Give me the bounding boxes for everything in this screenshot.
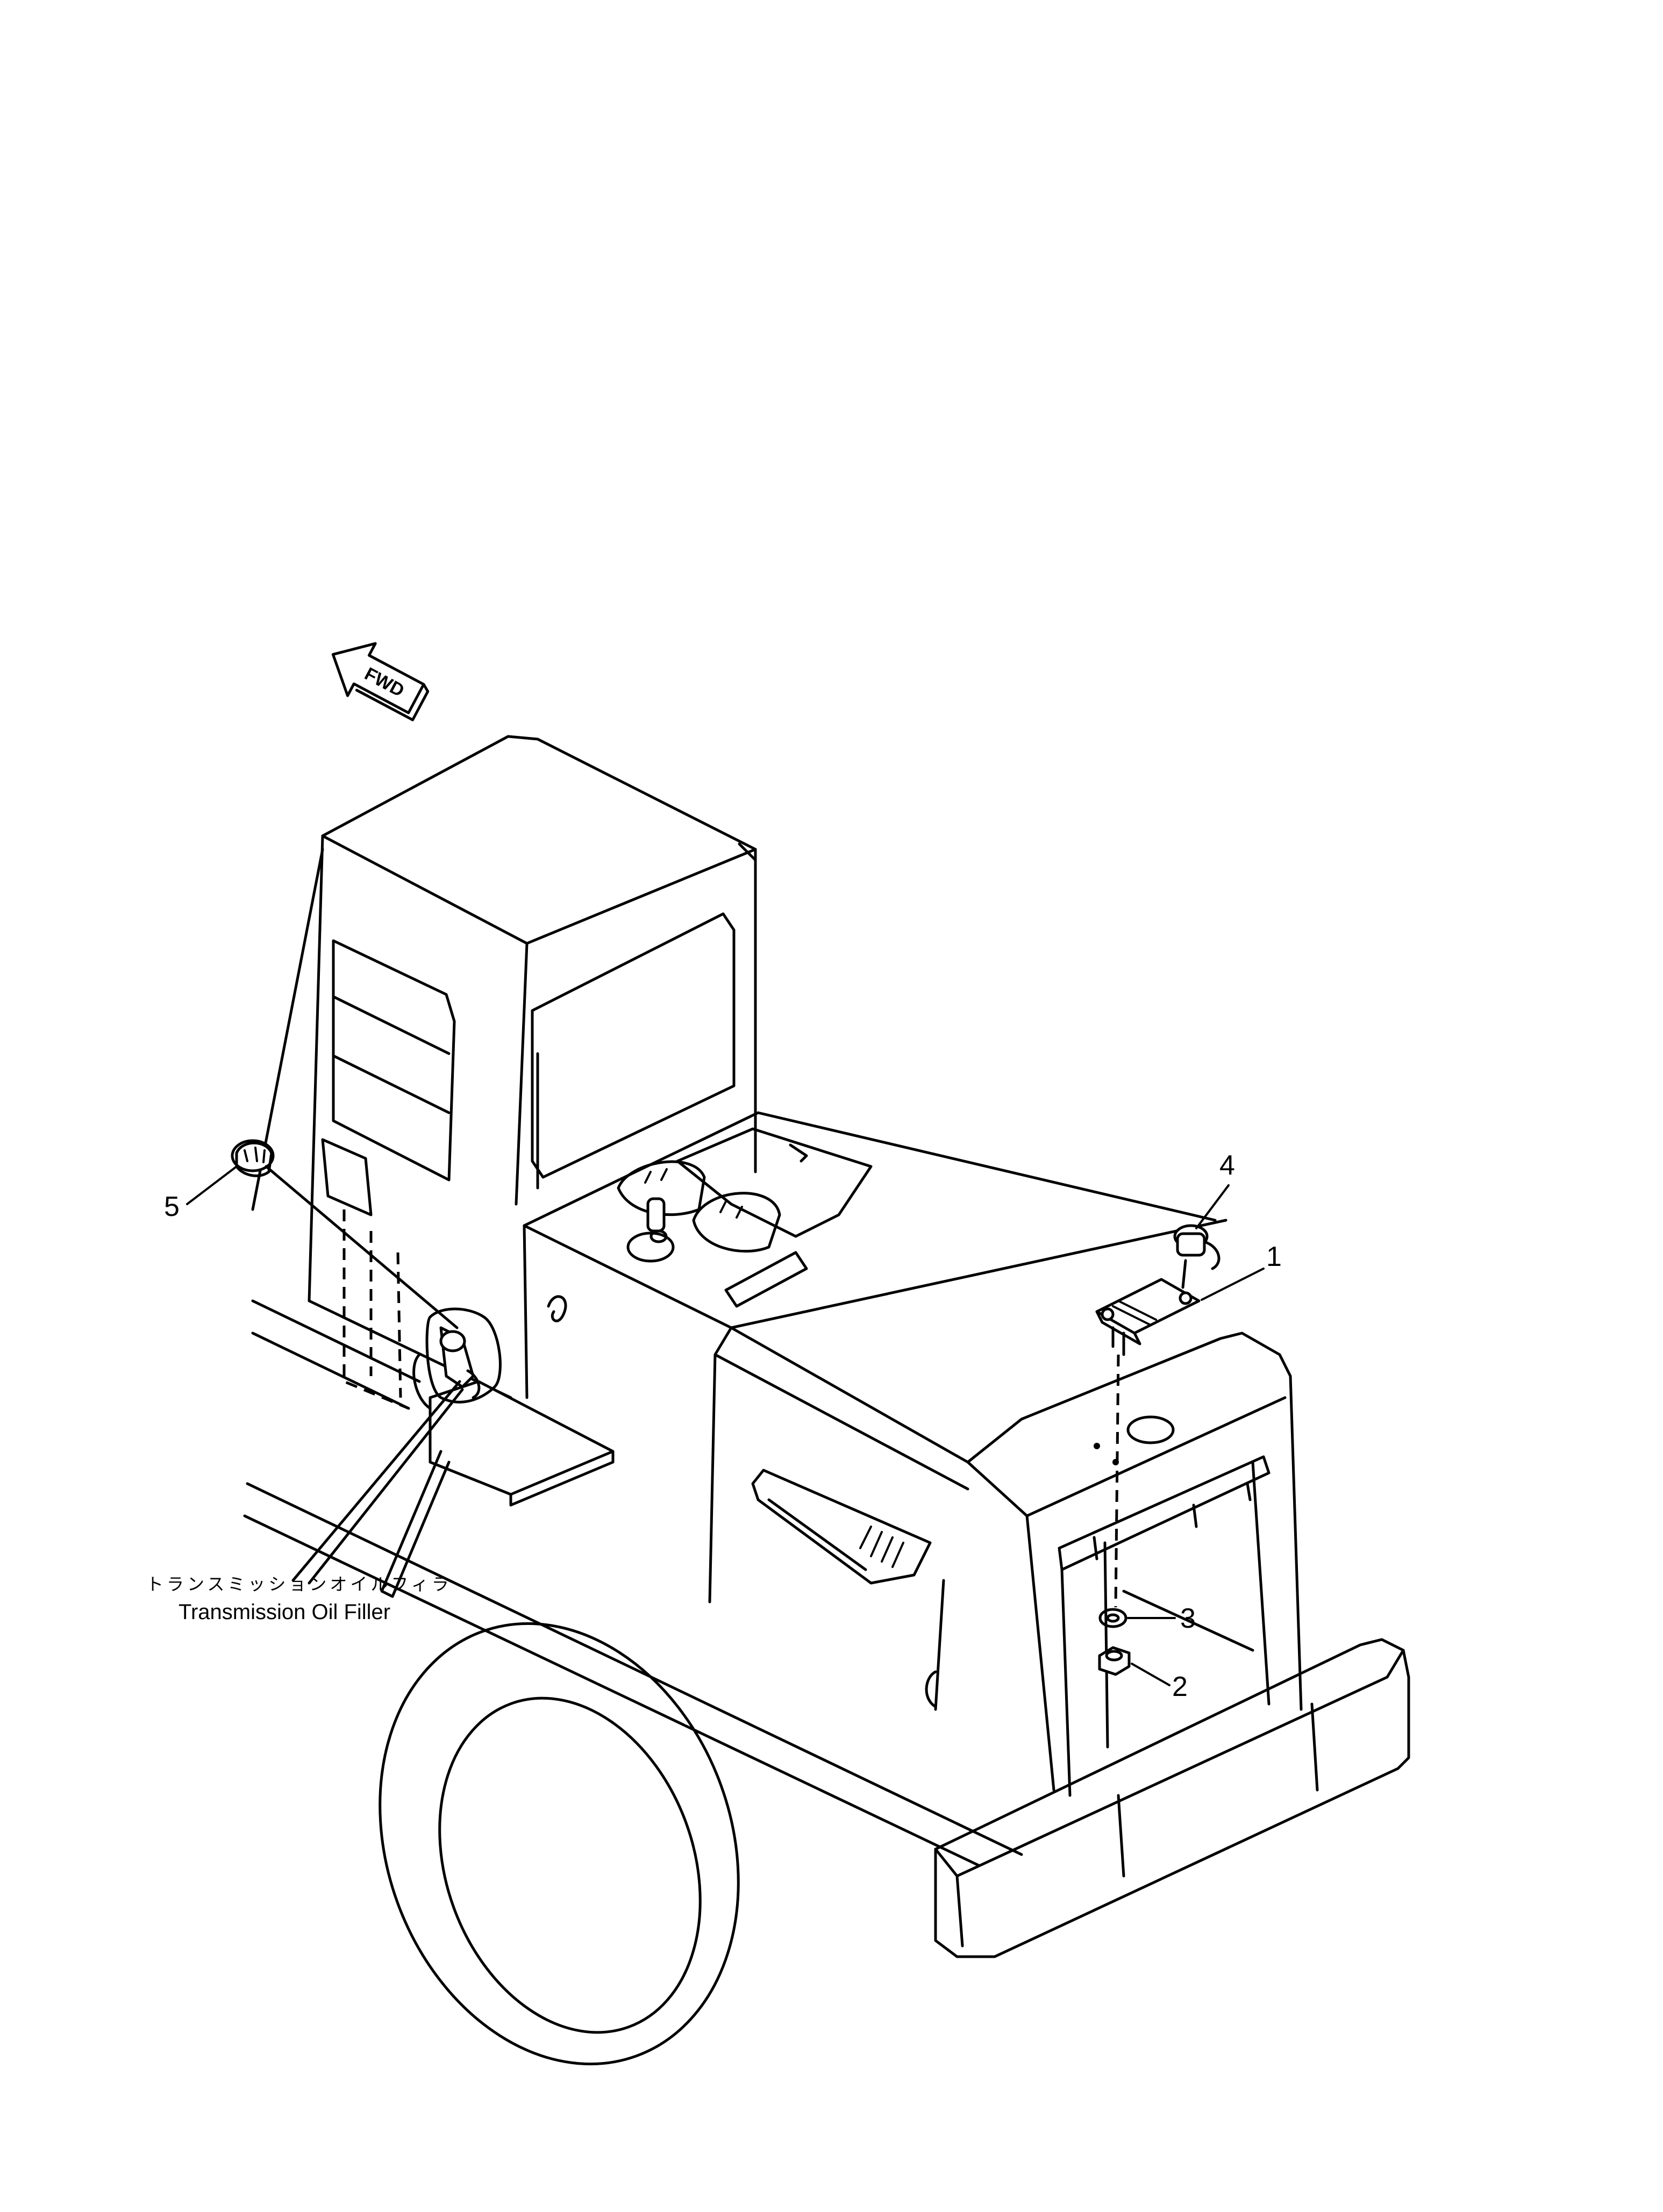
part-4-lock	[1173, 1224, 1221, 1289]
filler-neck	[412, 1307, 502, 1410]
part-2-nut	[1098, 1646, 1131, 1676]
callout-2: 2	[1131, 1663, 1188, 1702]
chassis-frame	[243, 1299, 1023, 1867]
fwd-arrow-icon: FWD	[331, 642, 430, 721]
part-3-washer	[1098, 1608, 1127, 1628]
filler-label-leader-2	[308, 1388, 464, 1585]
part-5-filler-cap	[231, 1139, 275, 1177]
callout-2-label: 2	[1172, 1671, 1188, 1702]
front-bumper	[934, 1638, 1410, 1958]
rear-wheel	[379, 1622, 740, 2066]
callout-1-label: 1	[1266, 1241, 1282, 1272]
filler-leader-line	[265, 1165, 459, 1329]
filler-label-leader	[291, 1380, 461, 1582]
callout-5-label: 5	[164, 1191, 180, 1222]
callout-1: 1	[1201, 1241, 1282, 1301]
callout-3: 3	[1127, 1603, 1196, 1634]
operator-cab	[308, 735, 757, 1410]
callout-5: 5	[164, 1165, 238, 1222]
callout-3-label: 3	[1180, 1603, 1196, 1634]
part-1-plate	[1095, 1278, 1201, 1356]
assembly-line	[1114, 1354, 1120, 1608]
filler-label-jp: トランスミッションオイルフィラ	[146, 1574, 452, 1594]
step-platform	[380, 1380, 615, 1598]
filler-label-en: Transmission Oil Filler	[179, 1600, 390, 1624]
engine-hood	[523, 1111, 1227, 1711]
callout-4-label: 4	[1219, 1150, 1235, 1181]
callout-4: 4	[1195, 1150, 1235, 1229]
radiator-guard	[966, 1332, 1303, 1797]
